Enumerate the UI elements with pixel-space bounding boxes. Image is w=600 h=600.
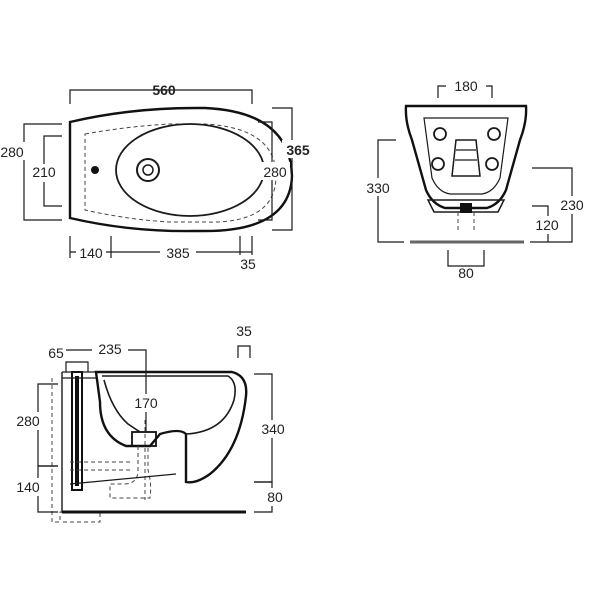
front-view-outline <box>404 104 528 210</box>
side-view-wall-plate-inner <box>75 376 79 486</box>
drain-connector-icon <box>460 203 472 213</box>
right-lower-hole-icon <box>485 157 499 171</box>
left-fixing-hole-icon <box>433 127 447 141</box>
side-view-wall-frame <box>51 378 101 523</box>
right-fixing-hole-icon <box>487 127 501 141</box>
dim-140-bottom: 140 <box>79 245 103 261</box>
dim-line-365 <box>272 107 293 231</box>
front-view-base <box>426 199 506 213</box>
side-view: 65 235 35 170 280 140 340 80 <box>12 323 290 523</box>
dim-280-left: 280 <box>0 144 24 160</box>
dim-line-280-left <box>23 123 62 221</box>
dim-340: 340 <box>261 421 285 437</box>
side-view-slope <box>69 473 177 485</box>
dim-35-bottom: 35 <box>240 256 256 272</box>
front-view: 180 330 230 120 80 <box>358 77 591 281</box>
side-view-drain-icon <box>131 431 157 447</box>
dim-235: 235 <box>98 341 122 357</box>
dim-line-65 <box>65 361 89 372</box>
drain-icon <box>136 158 160 182</box>
drain-center-icon <box>142 164 154 176</box>
dim-140-side: 140 <box>16 479 40 495</box>
front-view-inner <box>423 117 509 195</box>
dim-280-right: 280 <box>263 164 287 180</box>
dim-280-side: 280 <box>16 413 40 429</box>
side-view-bowl-left <box>103 379 141 433</box>
dim-180: 180 <box>454 78 478 94</box>
dim-line-80-front <box>447 250 485 267</box>
dim-line-35-side <box>237 345 251 358</box>
dim-385: 385 <box>166 245 190 261</box>
dim-170: 170 <box>134 395 158 411</box>
dim-230: 230 <box>560 197 584 213</box>
side-view-bowl <box>102 375 236 435</box>
tap-hole-icon <box>91 166 99 174</box>
dim-65: 65 <box>48 345 64 361</box>
top-view-outline <box>68 106 294 233</box>
dim-330: 330 <box>366 180 390 196</box>
top-view: 560 280 210 280 365 140 385 35 <box>0 82 314 273</box>
dim-210: 210 <box>32 164 56 180</box>
dim-560: 560 <box>152 82 176 98</box>
dim-120: 120 <box>535 217 559 233</box>
front-view-bracket <box>451 139 481 177</box>
dim-80-side: 80 <box>267 489 283 505</box>
side-view-trap <box>109 446 152 499</box>
side-view-outline <box>94 370 248 484</box>
dim-35-side: 35 <box>236 323 252 339</box>
dim-80-front: 80 <box>458 265 474 281</box>
left-lower-hole-icon <box>431 157 445 171</box>
dim-line-560 <box>69 89 253 104</box>
side-view-waste-pipe <box>70 461 132 471</box>
dim-365: 365 <box>286 142 310 158</box>
